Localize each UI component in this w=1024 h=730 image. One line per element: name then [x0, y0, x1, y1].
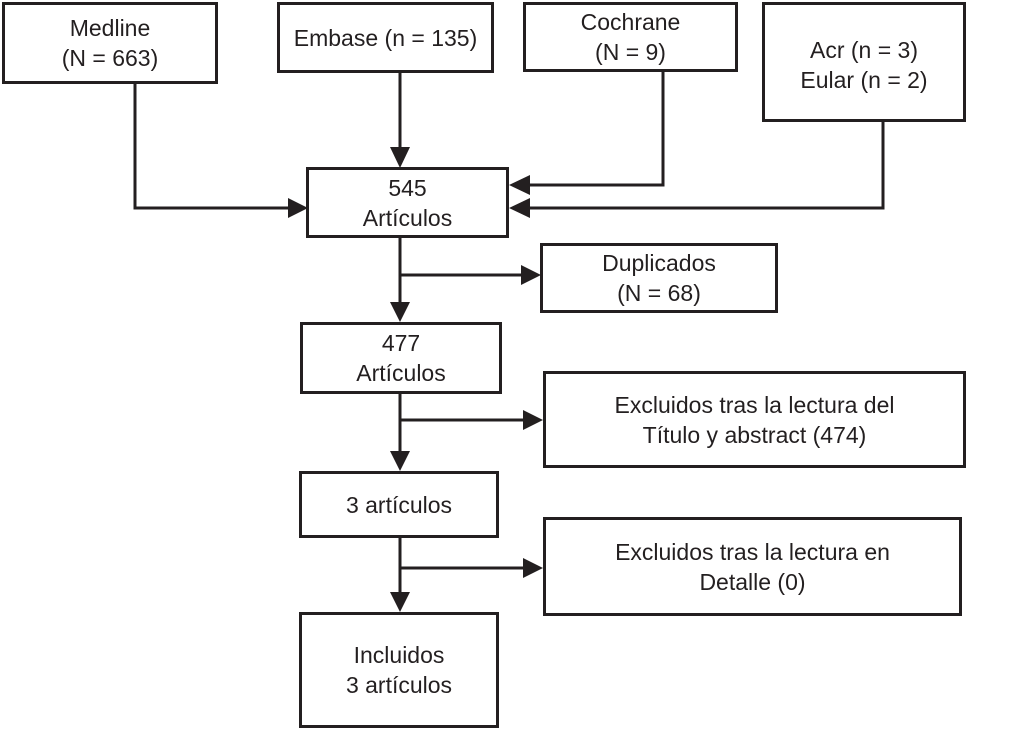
box-line: Artículos: [362, 204, 453, 231]
box-line: Embase (n = 135): [293, 24, 478, 51]
cochrane-box: Cochrane (N = 9): [523, 2, 738, 72]
excluded-title-box: Excluidos tras la lectura del Título y a…: [543, 371, 966, 468]
arrow-medline-to-combined: [133, 83, 288, 210]
box-line: Duplicados: [602, 250, 716, 276]
box-line: Excluidos tras la lectura del: [614, 391, 895, 418]
box-line: 545: [388, 174, 427, 201]
arrowhead: [390, 147, 410, 168]
arrowhead: [509, 198, 530, 218]
combined-articles-box: 545 Artículos: [306, 167, 509, 238]
included-box: Incluidos 3 artículos: [299, 612, 499, 728]
box-line: (N = 68): [617, 280, 701, 306]
box-line: Acr (n = 3): [809, 37, 918, 63]
acr-eular-box: Acr (n = 3) Eular (n = 2): [762, 2, 966, 122]
box-line: Excluidos tras la lectura en: [615, 538, 890, 565]
after-title-box: 3 artículos: [299, 471, 499, 538]
excluded-detail-box: Excluidos tras la lectura en Detalle (0): [543, 517, 962, 616]
duplicates-box: Duplicados (N = 68): [540, 243, 778, 313]
arrow-cochrane-to-combined: [528, 71, 665, 187]
arrowhead: [509, 175, 530, 195]
after-duplicates-box: 477 Artículos: [300, 322, 502, 394]
box-line: Medline: [69, 15, 151, 41]
arrowhead: [523, 558, 543, 578]
box-line: Artículos: [356, 360, 446, 386]
arrowhead: [521, 265, 541, 285]
box-line: Cochrane: [580, 9, 681, 35]
arrowhead: [390, 451, 410, 471]
box-line: Eular (n = 2): [800, 67, 928, 93]
box-line: 3 artículos: [345, 672, 453, 698]
box-line: (N = 9): [595, 39, 666, 65]
arrowhead: [390, 302, 410, 322]
box-line: Título y abstract (474): [642, 421, 867, 448]
medline-box: Medline (N = 663): [2, 2, 218, 84]
box-line: Detalle (0): [699, 568, 806, 595]
box-line: 3 artículos: [345, 491, 453, 518]
embase-box: Embase (n = 135): [277, 2, 494, 73]
arrowhead: [288, 198, 308, 218]
arrowheads: [288, 147, 543, 612]
arrowhead: [390, 592, 410, 612]
box-line: (N = 663): [61, 45, 159, 71]
box-line: Incluidos: [353, 642, 445, 668]
arrow-acr-to-combined: [528, 121, 885, 210]
arrowhead: [523, 410, 543, 430]
box-line: 477: [381, 330, 421, 356]
